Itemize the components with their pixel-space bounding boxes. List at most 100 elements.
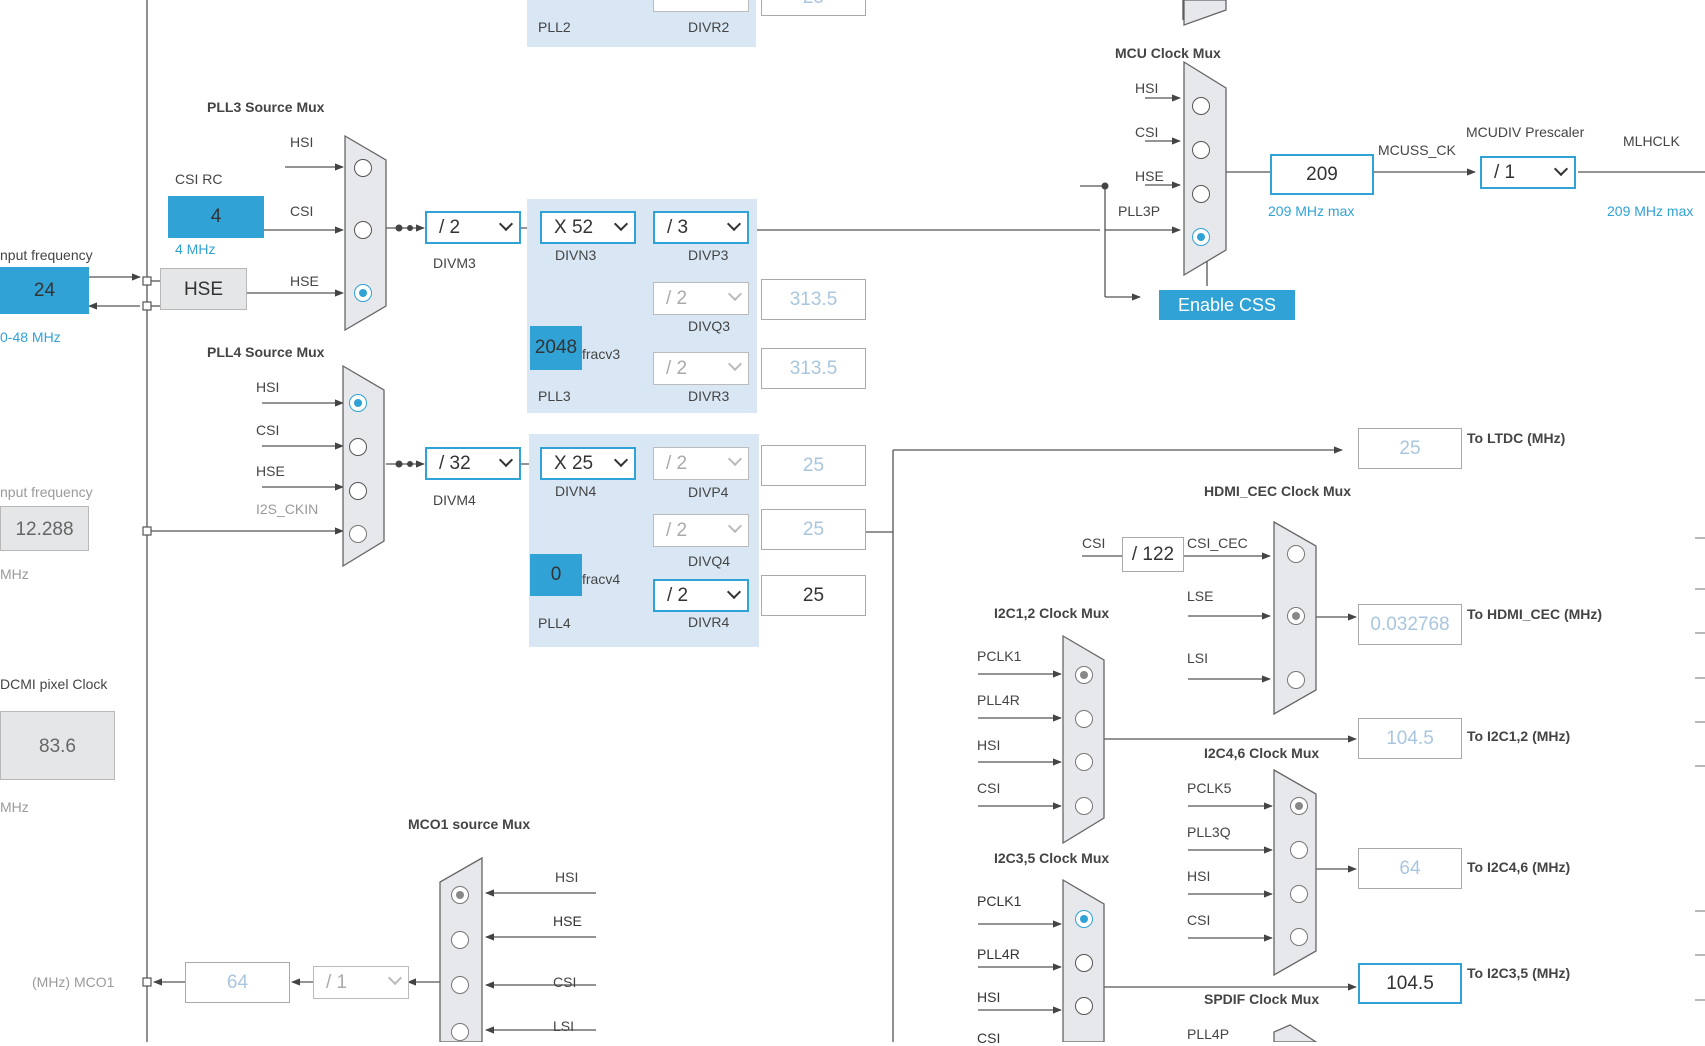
hdmi-lsi-radio[interactable]: [1287, 671, 1305, 689]
fracv4-value[interactable]: 0: [530, 554, 582, 596]
divr4-label: DIVR4: [688, 614, 730, 630]
mcu-hsi-radio[interactable]: [1192, 97, 1210, 115]
hdmi-csi-radio[interactable]: [1287, 545, 1305, 563]
hdmi-csi-label: CSI: [1082, 535, 1106, 551]
mco1-output: 64: [185, 962, 290, 1003]
pll4mux-hsi-label: HSI: [256, 379, 280, 395]
csi-rc-label: CSI RC: [175, 171, 223, 187]
mcu-pll3p-radio[interactable]: [1192, 228, 1210, 246]
pll4mux-hsi-radio[interactable]: [349, 394, 367, 412]
hdmi-cec-output: 0.032768: [1358, 604, 1462, 645]
hdmi-lse-radio[interactable]: [1287, 607, 1305, 625]
i2c46-csi-label: CSI: [1187, 912, 1211, 928]
mcu-hse-radio[interactable]: [1192, 185, 1210, 203]
dcmi-pixel-clock-label: DCMI pixel Clock: [0, 676, 108, 692]
dcmi-pixel-clock[interactable]: 83.6: [0, 711, 115, 780]
mco1-hsi-radio[interactable]: [451, 886, 469, 904]
i2c46-csi-radio[interactable]: [1290, 928, 1308, 946]
i2c35-pclk1-radio[interactable]: [1075, 910, 1093, 928]
divr3-output: 313.5: [761, 348, 866, 389]
divn4-dropdown[interactable]: X 25: [540, 447, 636, 480]
i2c46-mux-title: I2C4,6 Clock Mux: [1204, 745, 1320, 761]
fracv3-label: fracv3: [582, 346, 621, 362]
i2c35-pll4r-label: PLL4R: [977, 946, 1020, 962]
i2c46-label: To I2C4,6 (MHz): [1467, 859, 1571, 875]
mco1-hse-radio[interactable]: [451, 931, 469, 949]
mlhclk-label: MLHCLK: [1623, 133, 1680, 149]
enable-css-button[interactable]: Enable CSS: [1159, 290, 1295, 320]
divr2-output: 25: [761, 0, 866, 16]
i2c35-pll4r-radio[interactable]: [1075, 954, 1093, 972]
spdif-pll4p-label: PLL4P: [1187, 1026, 1230, 1042]
mco1-divider-dropdown[interactable]: / 1: [313, 966, 409, 999]
pll3mux-hsi-label: HSI: [290, 134, 314, 150]
i2c35-output: 104.5: [1358, 963, 1462, 1004]
divp4-dropdown[interactable]: / 2: [653, 447, 749, 480]
divn4-label: DIVN4: [555, 483, 597, 499]
i2c12-pclk1-radio[interactable]: [1075, 666, 1093, 684]
csi-rc-value[interactable]: 4: [168, 196, 264, 238]
i2c12-mux-title: I2C1,2 Clock Mux: [994, 605, 1110, 621]
pll4mux-hse-radio[interactable]: [349, 482, 367, 500]
mco1-csi-radio[interactable]: [451, 976, 469, 994]
fracv4-label: fracv4: [582, 571, 621, 587]
pll4-source-mux-title: PLL4 Source Mux: [207, 344, 325, 360]
i2c35-hsi-radio[interactable]: [1075, 997, 1093, 1015]
i2c12-label: To I2C1,2 (MHz): [1467, 728, 1571, 744]
hse-range: 0-48 MHz: [0, 329, 61, 345]
divq3-label: DIVQ3: [688, 318, 731, 334]
divn3-dropdown[interactable]: X 52: [540, 211, 636, 244]
pll3mux-hsi-radio[interactable]: [354, 159, 372, 177]
divp4-label: DIVP4: [688, 484, 729, 500]
pll2-label: PLL2: [538, 19, 571, 35]
spdif-mux-title: SPDIF Clock Mux: [1204, 991, 1320, 1007]
pll4mux-csi-radio[interactable]: [349, 438, 367, 456]
divq4-dropdown[interactable]: / 2: [653, 514, 749, 547]
i2c46-pll3q-radio[interactable]: [1290, 841, 1308, 859]
dcmi-unit: MHz: [0, 799, 29, 815]
divp3-dropdown[interactable]: / 3: [653, 211, 749, 244]
divr2-dropdown[interactable]: [653, 0, 749, 12]
divm4-dropdown[interactable]: / 32: [425, 447, 521, 480]
i2c46-hsi-radio[interactable]: [1290, 885, 1308, 903]
mco1-lsi-radio[interactable]: [451, 1023, 469, 1041]
mcu-csi-label: CSI: [1135, 124, 1159, 140]
i2s-unit: MHz: [0, 566, 29, 582]
pll4mux-i2s-radio[interactable]: [349, 525, 367, 543]
hdmi-csi-divider: / 122: [1122, 537, 1184, 572]
mcudiv-prescaler-dropdown[interactable]: / 1: [1480, 156, 1576, 189]
mcu-pll3p-label: PLL3P: [1118, 203, 1161, 219]
i2c12-pll4r-radio[interactable]: [1075, 710, 1093, 728]
divr2-label: DIVR2: [688, 19, 730, 35]
i2c46-pclk5-radio[interactable]: [1290, 797, 1308, 815]
divr4-dropdown[interactable]: / 2: [653, 579, 749, 612]
divm4-label: DIVM4: [433, 492, 476, 508]
i2c46-pclk5-label: PCLK5: [1187, 780, 1232, 796]
i2c12-output: 104.5: [1358, 718, 1462, 759]
fracv3-value[interactable]: 2048: [530, 326, 582, 370]
i2c35-csi-label: CSI: [977, 1030, 1001, 1046]
divr3-dropdown[interactable]: / 2: [653, 352, 749, 385]
i2s-input-frequency[interactable]: 12.288: [0, 506, 89, 551]
mcu-csi-radio[interactable]: [1192, 141, 1210, 159]
hdmi-csi-cec-label: CSI_CEC: [1187, 535, 1248, 551]
divq3-dropdown[interactable]: / 2: [653, 282, 749, 315]
hse-input-frequency[interactable]: 24: [0, 267, 89, 314]
hdmi-lse-label: LSE: [1187, 588, 1214, 604]
mcuss-ck-value: 209: [1270, 154, 1374, 195]
divr3-label: DIVR3: [688, 388, 730, 404]
mlhclk-max: 209 MHz max: [1607, 203, 1694, 219]
pll3mux-hse-radio[interactable]: [354, 284, 372, 302]
ltdc-output: 25: [1358, 428, 1462, 469]
i2c12-csi-radio[interactable]: [1075, 797, 1093, 815]
mco1-hsi-label: HSI: [555, 869, 579, 885]
i2s-input-frequency-label: nput frequency: [0, 484, 93, 500]
i2c12-hsi-radio[interactable]: [1075, 753, 1093, 771]
divm3-dropdown[interactable]: / 2: [425, 211, 521, 244]
mco1-mux-title: MCO1 source Mux: [408, 816, 531, 832]
pll4-name: PLL4: [538, 615, 571, 631]
mco1-label: (MHz) MCO1: [32, 974, 115, 990]
pll3mux-csi-radio[interactable]: [354, 221, 372, 239]
pll4mux-csi-label: CSI: [256, 422, 280, 438]
mcu-clock-mux-title: MCU Clock Mux: [1115, 45, 1221, 61]
